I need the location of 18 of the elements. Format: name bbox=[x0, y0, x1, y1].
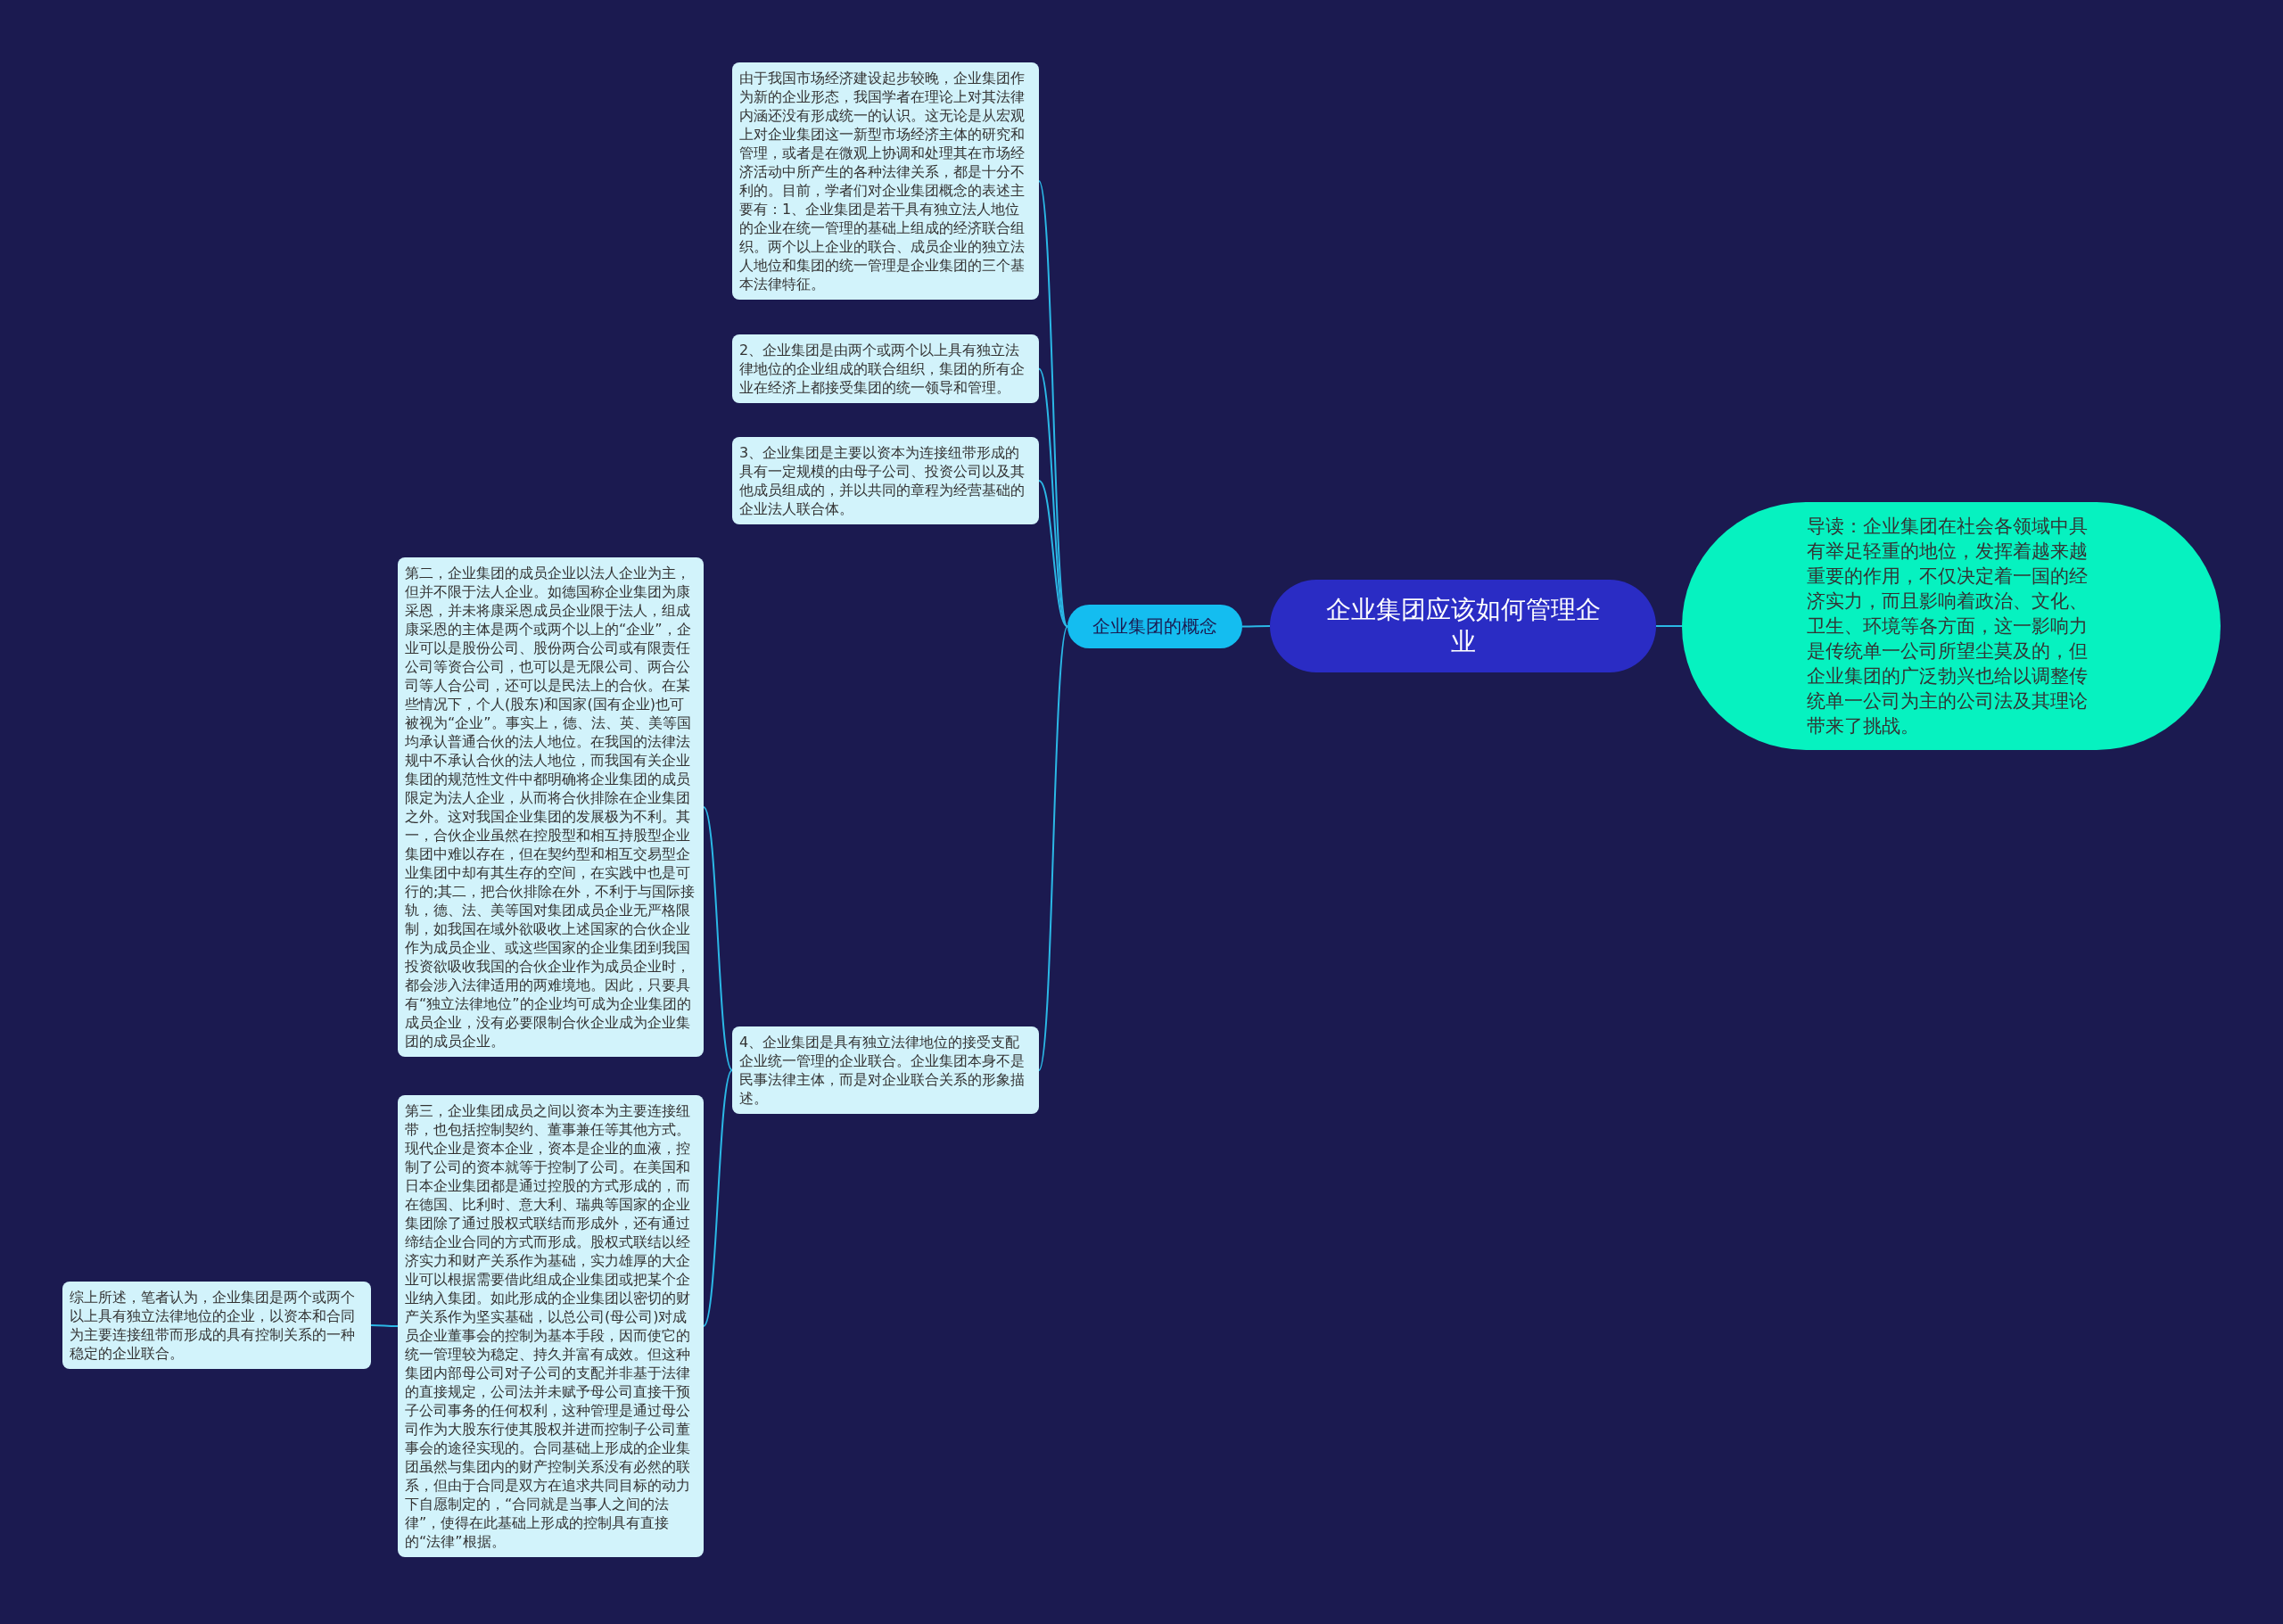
connector-line bbox=[703, 806, 733, 1071]
text-card: 第二，企业集团的成员企业以法人企业为主，但并不限于法人企业。如德国称企业集团为康采恩，并未将康采恩成员企业限于法人，组成康采恩的主体是两个或两个以上的“企业”，企业可以是股份公司、股份两合公司或有限责任公司等资合公司，也可以是无限公司、两合公司等人合公司，还可以是民法上的合伙。在某些情况下，个人(股东)和国家(国有企业)也可被视为“企业”。事实上，德、法、英、美等国均承认普通合伙的法人地位。在我国的法律法规中不承认合伙的法人地位，而我国有关企业集团的规范性文件中都明确将企业集团的成员限定为法人企业，从而将合伙排除在企业集团之外。这对我国企业集团的发展极为不利。其一，合伙企业虽然在控股型和相互持股型企业集团中难以存在，但在契约型和相互交易型企业集团中却有其生存的空间，在实践中也是可行的;其二，把合伙排除在外，不利于与国际接轨，德、法、美等国对集团成员企业无严格限制，如我国在域外欲吸收上述国家的合伙企业作为成员企业、或这些国家的企业集团到我国投资欲吸收我国的合伙企业作为成员企业时，都会涉入法律适用的两难境地。因此，只要具有“独立法律地位”的企业均可成为企业集团的成员企业，没有必要限制合伙企业成为企业集团的成员企业。 bbox=[398, 557, 704, 1057]
text-card: 3、企业集团是主要以资本为连接纽带形成的具有一定规模的由母子公司、投资公司以及其他成员组成的，并以共同的章程为经营基础的企业法人联合体。 bbox=[732, 437, 1039, 524]
text-card: 由于我国市场经济建设起步较晚，企业集团作为新的企业形态，我国学者在理论上对其法律内涵还没有形成统一的认识。这无论是从宏观上对企业集团这一新型市场经济主体的研究和管理，或者是在微观上协调和处理其在市场经济活动中所产生的各种法律关系，都是十分不利的。目前，学者们对企业集团概念的表述主要有：1、企业集团是若干具有独立法人地位的企业在统一管理的基础上组成的经济联合组织。两个以上企业的联合、成员企业的独立法人地位和集团的统一管理是企业集团的三个基本法律特征。 bbox=[732, 62, 1039, 300]
connector-line bbox=[1038, 367, 1068, 628]
topic-pill: 企业集团的概念 bbox=[1067, 605, 1242, 648]
connector-line bbox=[370, 1324, 399, 1327]
connector-line bbox=[1655, 625, 1683, 627]
text-card: 2、企业集团是由两个或两个以上具有独立法律地位的企业组成的联合组织，集团的所有企业在经济上都接受集团的统一领导和管理。 bbox=[732, 334, 1039, 403]
connector-line bbox=[1038, 625, 1068, 1071]
intro-bubble: 导读：企业集团在社会各领域中具有举足轻重的地位，发挥着越来越重要的作用，不仅决定着一国的经济实力，而且影响着政治、文化、卫生、环境等各方面，这一影响力是传统单一公司所望尘莫及的，但企业集团的广泛勃兴也给以调整传统单一公司为主的公司法及其理论带来了挑战。 bbox=[1682, 502, 2221, 750]
connector-line bbox=[703, 1069, 733, 1327]
connector-line bbox=[1038, 480, 1068, 628]
text-card: 综上所述，笔者认为，企业集团是两个或两个以上具有独立法律地位的企业，以资本和合同为主要连接纽带而形成的具有控制关系的一种稳定的企业联合。 bbox=[62, 1282, 371, 1369]
text-card: 4、企业集团是具有独立法律地位的接受支配企业统一管理的企业联合。企业集团本身不是民事法律主体，而是对企业联合关系的形象描述。 bbox=[732, 1026, 1039, 1114]
connector-line bbox=[1241, 625, 1271, 628]
root-topic: 企业集团应该如何管理企业 bbox=[1270, 580, 1656, 672]
text-card: 第三，企业集团成员之间以资本为主要连接纽带，也包括控制契约、董事兼任等其他方式。现代企业是资本企业，资本是企业的血液，控制了公司的资本就等于控制了公司。在美国和日本企业集团都是通过控股的方式形成的，而在德国、比利时、意大利、瑞典等国家的企业集团除了通过股权式联结而形成外，还有通过缔结企业合同的方式而形成。股权式联结以经济实力和财产关系作为基础，实力雄厚的大企业可以根据需要借此组成企业集团或把某个企业纳入集团。如此形成的企业集团以密切的财产关系作为坚实基础，以总公司(母公司)对成员企业董事会的控制为基本手段，因而使它的统一管理较为稳定、持久并富有成效。但这种集团内部母公司对子公司的支配并非基于法律的直接规定，公司法并未赋予母公司直接干预子公司事务的任何权利，这种管理是通过母公司作为大股东行使其股权并进而控制子公司董事会的途径实现的。合同基础上形成的企业集团虽然与集团内的财产控制关系没有必然的联系，但由于合同是双方在追求共同目标的动力下自愿制定的，“合同就是当事人之间的法律”，使得在此基础上形成的控制具有直接的“法律”根据。 bbox=[398, 1095, 704, 1557]
